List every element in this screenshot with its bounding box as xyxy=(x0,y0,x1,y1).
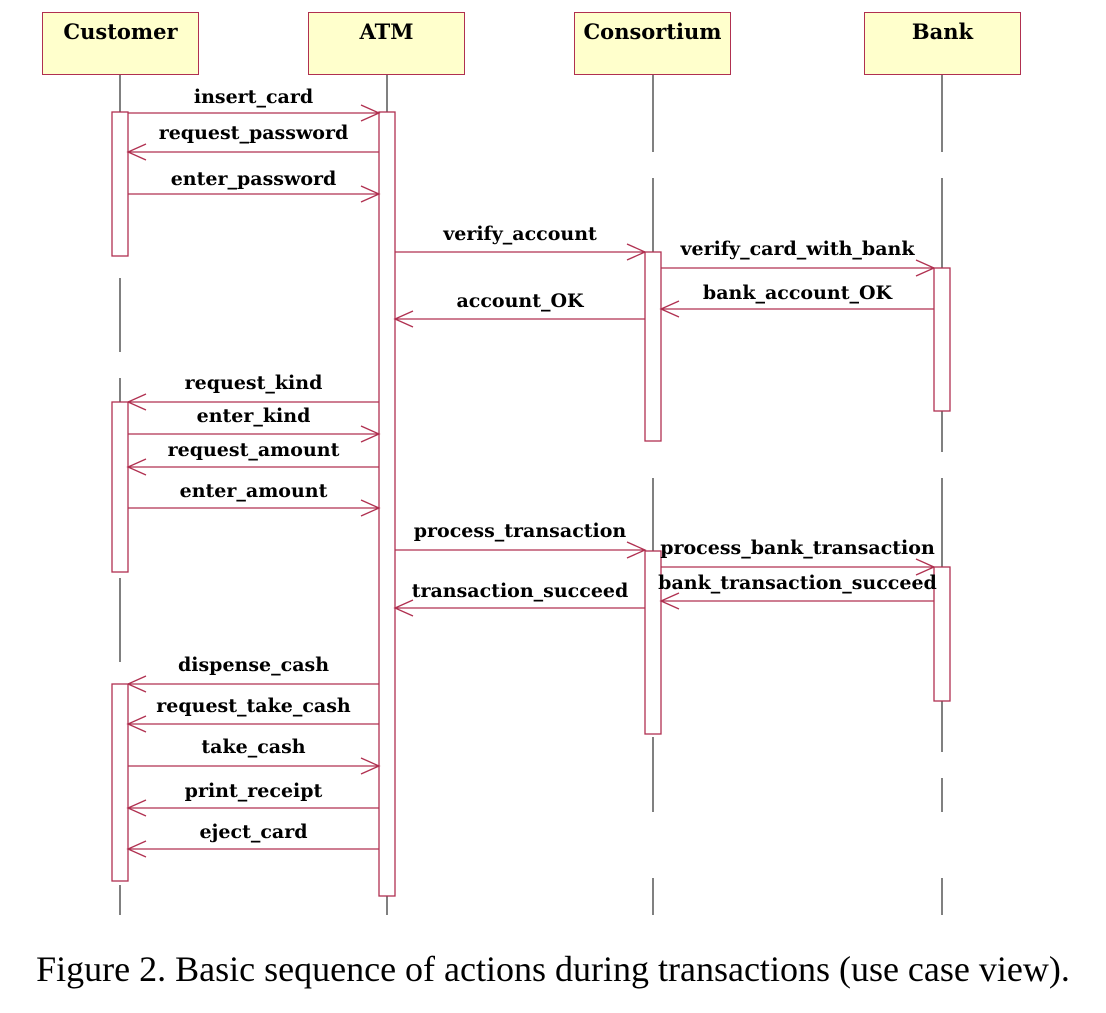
message-label: process_bank_transaction xyxy=(660,537,935,559)
activation-customer xyxy=(111,401,129,573)
arrowhead-icon xyxy=(626,243,647,261)
activation-atm xyxy=(378,111,396,897)
message-label: take_cash xyxy=(201,736,305,758)
arrowhead-icon xyxy=(126,458,147,476)
arrowhead-icon xyxy=(393,599,414,617)
actor-customer: Customer xyxy=(42,12,199,75)
arrowhead-icon xyxy=(659,300,680,318)
actor-atm: ATM xyxy=(308,12,465,75)
arrowhead-icon xyxy=(360,499,381,517)
message-label: verify_account xyxy=(442,223,597,245)
arrowhead-icon xyxy=(393,310,414,328)
activation-customer xyxy=(111,683,129,882)
message-label: bank_account_OK xyxy=(703,282,894,304)
message-label: print_receipt xyxy=(185,780,323,802)
arrowhead-icon xyxy=(126,143,147,161)
arrowhead-icon xyxy=(126,799,147,817)
message-label: request_take_cash xyxy=(156,695,351,717)
activation-bank xyxy=(933,566,951,702)
message-label: enter_password xyxy=(171,168,337,190)
message-label: enter_kind xyxy=(197,405,311,427)
figure-caption: Figure 2. Basic sequence of actions duri… xyxy=(36,949,1070,989)
arrowhead-icon xyxy=(360,185,381,203)
message-label: request_password xyxy=(159,122,349,144)
arrowhead-icon xyxy=(915,259,936,277)
activation-consortium xyxy=(644,550,662,735)
arrowhead-icon xyxy=(360,104,381,122)
activation-consortium xyxy=(644,251,662,442)
message-label: transaction_succeed xyxy=(412,580,629,602)
arrowhead-icon xyxy=(360,425,381,443)
message-label: dispense_cash xyxy=(178,654,329,676)
message-label: eject_card xyxy=(199,821,307,843)
actor-consortium: Consortium xyxy=(574,12,731,75)
arrowhead-icon xyxy=(126,840,147,858)
arrowhead-icon xyxy=(360,757,381,775)
activation-customer xyxy=(111,111,129,257)
message-label: bank_transaction_succeed xyxy=(658,572,937,594)
message-label: process_transaction xyxy=(414,520,627,542)
arrowhead-icon xyxy=(126,393,147,411)
arrowhead-icon xyxy=(626,541,647,559)
message-label: request_kind xyxy=(185,372,323,394)
diagram-canvas: insert_card request_password enter_passwor… xyxy=(111,75,951,915)
arrowhead-icon xyxy=(126,715,147,733)
arrowhead-icon xyxy=(915,558,936,576)
message-label: account_OK xyxy=(456,290,585,312)
message-label: verify_card_with_bank xyxy=(680,238,916,260)
message-label: insert_card xyxy=(194,86,313,108)
message-label: enter_amount xyxy=(180,480,328,502)
activation-bank xyxy=(933,267,951,412)
message-label: request_amount xyxy=(168,439,340,461)
actor-bank: Bank xyxy=(864,12,1021,75)
arrowhead-icon xyxy=(659,592,680,610)
arrowhead-icon xyxy=(126,675,147,693)
